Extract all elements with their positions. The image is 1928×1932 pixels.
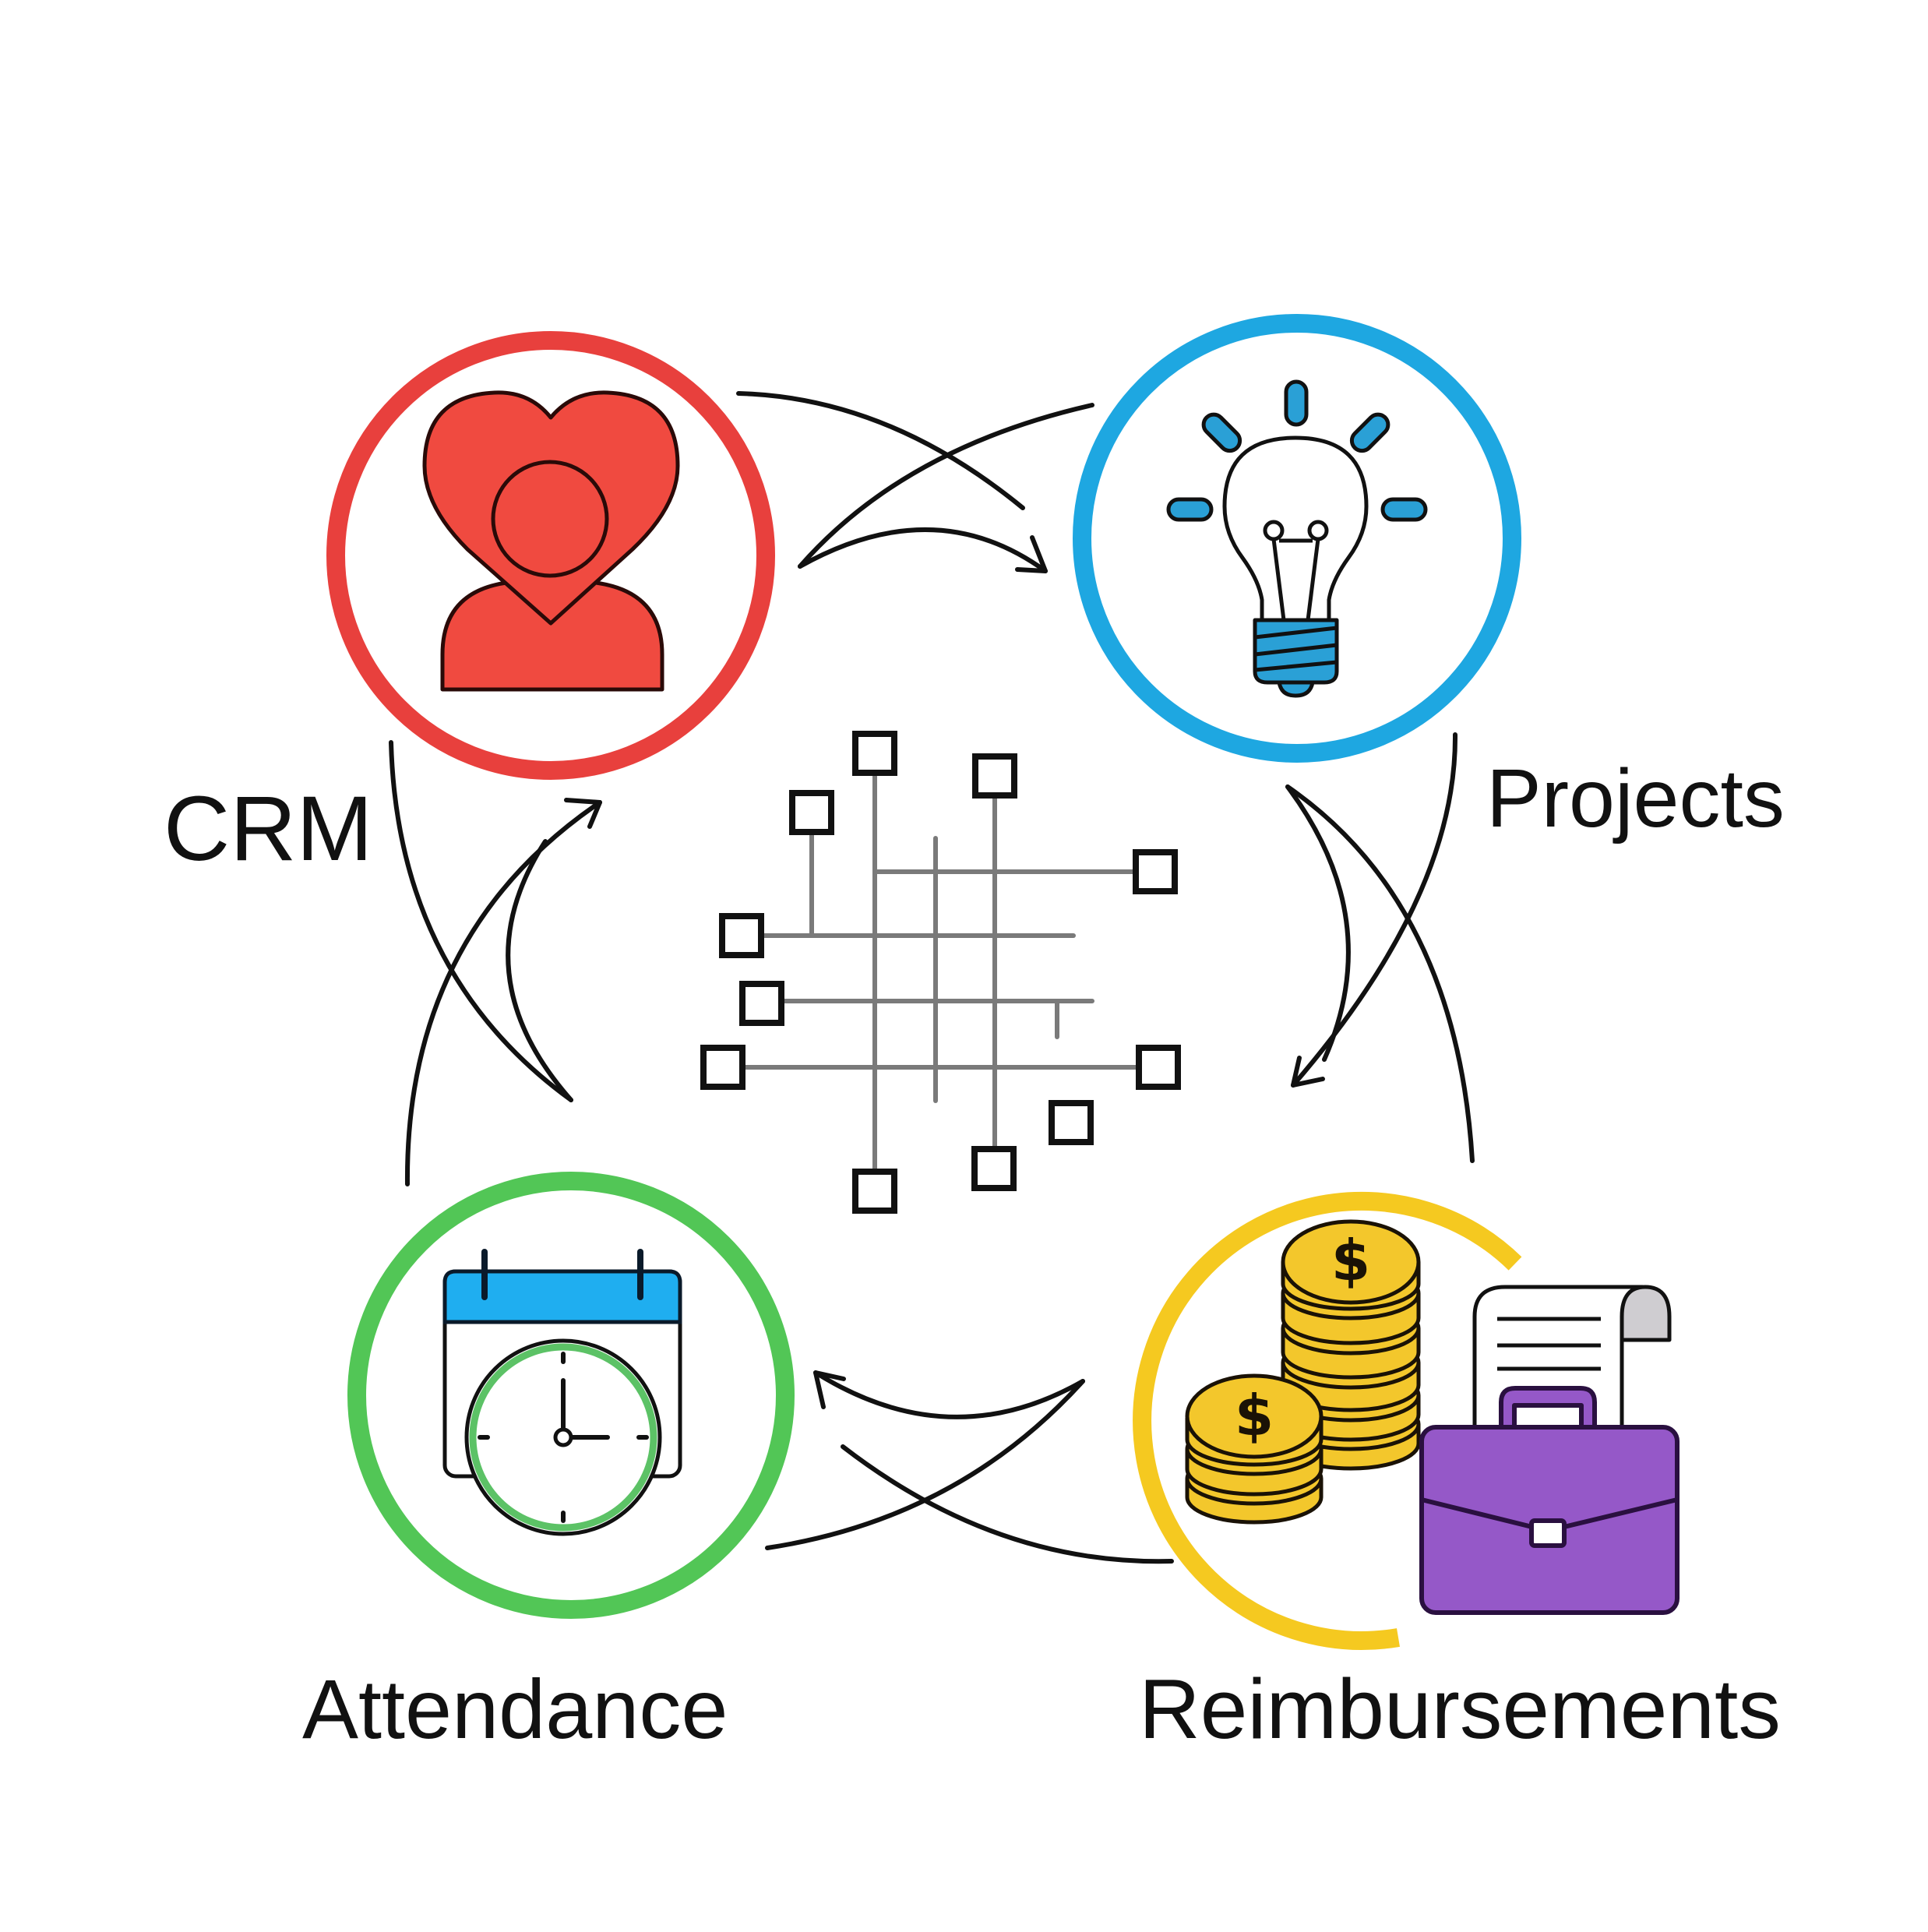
attendance-ring: [347, 1172, 795, 1619]
network-node: [1049, 1100, 1094, 1145]
network-node: [852, 1169, 897, 1214]
connector-arrows: [389, 391, 1475, 1564]
arrow-reimbursements-to-attendance: [765, 1370, 1174, 1564]
network-node-squares: [700, 731, 1181, 1214]
arrow-projects-to-reimbursements: [1285, 732, 1475, 1163]
crm-label: CRM: [164, 777, 373, 880]
arrow-crm-to-projects: [736, 391, 1094, 573]
arrow-attendance-to-crm: [389, 740, 602, 1186]
network-node: [1136, 1045, 1181, 1090]
network-node: [852, 731, 897, 776]
network-node: [972, 753, 1017, 799]
reimbursements-label: Reimbursements: [1139, 1662, 1781, 1757]
crm-ring: [326, 331, 775, 780]
coin-stack-tall: [1281, 1219, 1421, 1471]
attendance-label: Attendance: [302, 1662, 728, 1756]
calendar-clock-icon: [442, 1249, 682, 1536]
briefcase-icon: [1419, 1386, 1680, 1615]
light-rays: [1166, 379, 1428, 522]
filament: [1263, 520, 1329, 621]
person-head: [491, 460, 609, 578]
bulb-glass: [1222, 435, 1369, 620]
projects-node[interactable]: [1073, 314, 1521, 763]
network-node: [739, 981, 784, 1026]
network-node: [1133, 849, 1178, 894]
projects-label: Projects: [1486, 753, 1785, 844]
heart-person-icon: [422, 390, 680, 692]
calendar-header: [442, 1269, 682, 1324]
network-grid-icon: [740, 770, 1141, 1173]
lightbulb-icon: [1166, 379, 1428, 698]
bulb-base: [1253, 618, 1339, 698]
reimbursements-ring: [1133, 1191, 1522, 1650]
network-node: [700, 1045, 745, 1090]
network-node: [789, 790, 834, 835]
coin-stack-short: [1185, 1373, 1324, 1525]
network-node: [971, 1146, 1017, 1191]
projects-ring: [1073, 314, 1521, 763]
coins-icon: [1185, 1219, 1421, 1525]
crm-node[interactable]: [326, 331, 775, 780]
reimbursements-node[interactable]: $ $: [1133, 1191, 1680, 1650]
dollar-sign-icon: $: [1235, 1383, 1274, 1448]
clock-icon: [464, 1338, 662, 1536]
network-node: [719, 913, 764, 958]
briefcase-clasp: [1529, 1518, 1567, 1548]
dollar-sign-icon: $: [1331, 1228, 1370, 1293]
attendance-node[interactable]: [347, 1172, 795, 1619]
